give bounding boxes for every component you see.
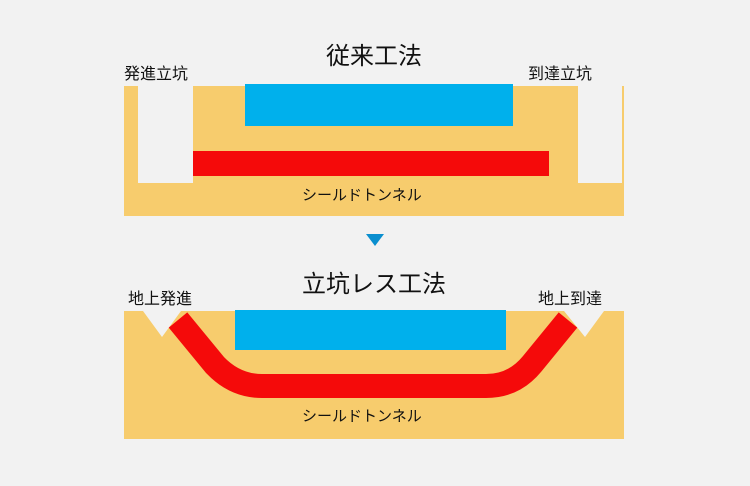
- launch-shaft-label: 発進立坑: [124, 64, 189, 83]
- conventional-tunnel-label: シールドトンネル: [302, 186, 422, 204]
- shaftless-tunnel-label: シールドトンネル: [302, 407, 422, 425]
- conventional-structure: [245, 84, 513, 126]
- ground-arrival-label: 地上到達: [538, 289, 603, 308]
- conventional-title: 従来工法: [326, 42, 422, 70]
- conventional-panel: [124, 84, 624, 216]
- arrival-shaft-label: 到達立坑: [528, 64, 593, 83]
- shaftless-panel: [124, 310, 624, 439]
- down-triangle-icon: [366, 234, 384, 246]
- shaftless-tunnel: [168, 312, 578, 398]
- shaftless-title: 立坑レス工法: [302, 270, 446, 298]
- conventional-tunnel: [193, 151, 549, 176]
- ground-launch-label: 地上発進: [128, 289, 193, 308]
- shaftless-structure: [235, 310, 506, 350]
